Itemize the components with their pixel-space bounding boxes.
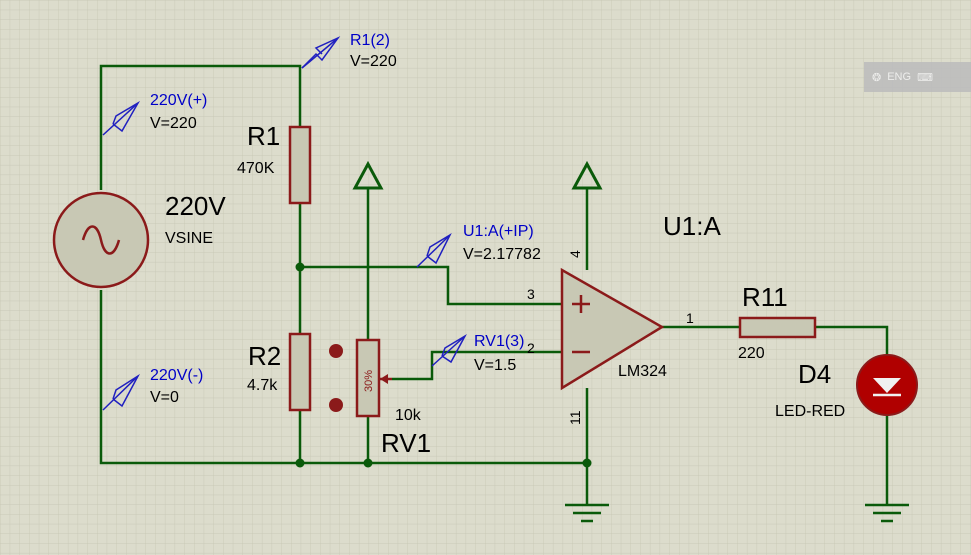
probe-r1-value: V=220 (350, 53, 397, 70)
resistor-r11[interactable] (738, 316, 817, 339)
junction-dot (582, 458, 592, 468)
u1-part-label: LM324 (618, 363, 667, 380)
led-d4[interactable] (856, 354, 918, 416)
pot-increment-button[interactable] (329, 398, 343, 412)
ground-icon (565, 503, 609, 523)
voltage-probe-icon[interactable] (102, 100, 141, 136)
rv1-wiper-label: 30% (363, 370, 375, 392)
resistor-r1[interactable] (288, 125, 312, 205)
rv1-name-label: RV1 (381, 428, 431, 458)
resistor-r2[interactable] (288, 332, 312, 412)
d4-type-label: LED-RED (775, 403, 845, 420)
ground-icon (865, 503, 909, 523)
opamp-u1a[interactable] (560, 267, 665, 391)
junction-dot (363, 458, 373, 468)
r11-name-label: R11 (742, 282, 788, 312)
r2-value-label: 4.7k (247, 377, 278, 394)
probe-ip-name: U1:A(+IP) (463, 223, 534, 240)
r1-value-label: 470K (237, 160, 275, 177)
probe-rv1-value: V=1.5 (474, 357, 516, 374)
voltage-probe-icon[interactable] (301, 36, 341, 69)
probe-vplus-value: V=220 (150, 115, 197, 132)
u1-name-label: U1:A (663, 211, 721, 241)
r11-value-label: 220 (738, 345, 765, 362)
u1-pin2-label: 2 (527, 340, 535, 356)
ime-icon: ❂ (872, 71, 882, 84)
potentiometer-rv1[interactable] (355, 338, 392, 418)
d4-name-label: D4 (798, 359, 831, 389)
probe-vminus-value: V=0 (150, 389, 179, 406)
u1-pin4-label: 4 (567, 250, 583, 258)
pot-decrement-button[interactable] (329, 344, 343, 358)
vsine-name-label: 220V (165, 191, 226, 221)
wires (99, 64, 889, 505)
language-indicator[interactable]: ENG (887, 71, 912, 83)
probe-vminus-name: 220V(-) (150, 367, 203, 384)
junction-dot (295, 262, 305, 272)
keyboard-icon: ⌨ (917, 71, 933, 84)
junction-dot (295, 458, 305, 468)
voltage-probe-icon[interactable] (102, 373, 141, 411)
r1-name-label: R1 (247, 121, 280, 151)
language-bar[interactable]: ❂ ENG ⌨ (864, 62, 971, 92)
probe-ip-value: V=2.17782 (463, 246, 541, 263)
probe-r1-name: R1(2) (350, 32, 390, 49)
u1-pin3-label: 3 (527, 286, 535, 302)
voltage-probe-icon[interactable] (416, 233, 452, 268)
power-terminal-icon (352, 160, 384, 190)
power-terminal-icon (571, 160, 603, 190)
u1-pin1-label: 1 (686, 310, 694, 326)
probe-vplus-name: 220V(+) (150, 92, 207, 109)
u1-pin11-label: 11 (567, 410, 583, 425)
rv1-value-label: 10k (395, 407, 422, 424)
voltage-probe-icon[interactable] (431, 333, 467, 367)
vsine-source[interactable] (52, 191, 150, 289)
vsine-type-label: VSINE (165, 230, 213, 247)
r2-name-label: R2 (248, 341, 281, 371)
probe-rv1-name: RV1(3) (474, 333, 524, 350)
